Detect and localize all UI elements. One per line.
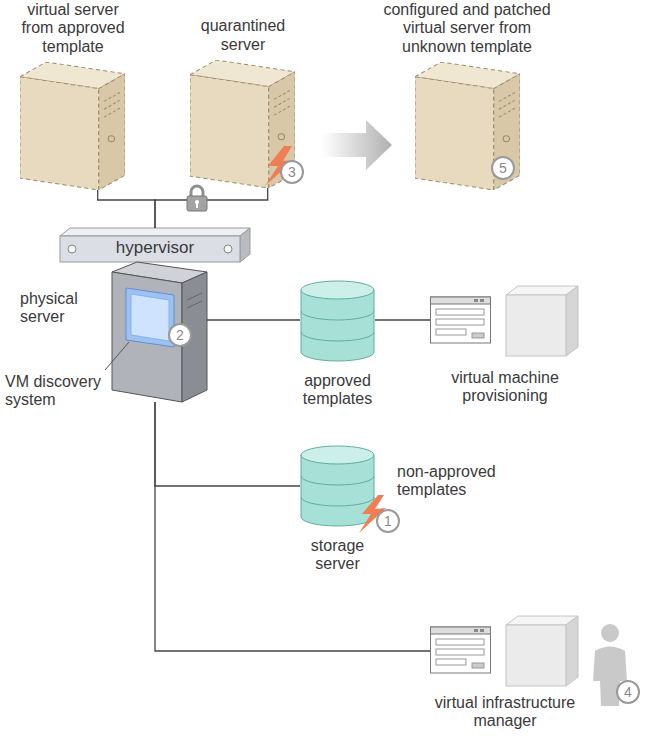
lock-icon <box>187 186 207 211</box>
physical-server-icon <box>112 262 207 402</box>
manager-console: virtual infrastructure manager <box>430 615 580 687</box>
node-label: quarantined server <box>183 17 303 54</box>
virtual-server: virtual server from approved template <box>20 62 125 190</box>
provisioning-console: virtual machine provisioning <box>430 285 580 357</box>
node-label: non-approved templates <box>397 463 517 500</box>
virtual-server-icon <box>415 62 520 190</box>
console-icon <box>431 616 579 686</box>
node-label: VM discovery system <box>5 373 105 410</box>
connector-line <box>375 319 430 320</box>
node-label: hypervisor <box>60 238 250 258</box>
callout-number: 4 <box>616 680 640 704</box>
physical-server: physical serverVM discovery system <box>112 262 207 402</box>
node-label: virtual server from approved template <box>13 1 133 56</box>
node-label: physical server <box>20 290 100 327</box>
virtual-server-icon <box>20 62 125 190</box>
node-label: configured and patched virtual server fr… <box>372 1 562 56</box>
hypervisor-bar: hypervisor <box>60 228 250 262</box>
callout-number: 1 <box>376 509 400 533</box>
connector-line <box>207 319 300 320</box>
connector-line <box>155 402 430 651</box>
hypervisor-bar <box>60 228 250 262</box>
console-icon <box>431 286 579 356</box>
callout-number: 5 <box>491 156 515 180</box>
node-label: virtual infrastructure manager <box>410 694 600 731</box>
block-arrow <box>322 120 392 170</box>
node-label: approved templates <box>270 372 405 409</box>
connector-line <box>155 188 268 228</box>
leader-line <box>105 342 129 370</box>
callout-number: 3 <box>280 160 304 184</box>
storage-database: non-approved templatesstorage server <box>300 445 375 527</box>
template-database: approved templates <box>300 280 375 362</box>
connector-line <box>155 402 300 486</box>
database-icon <box>301 281 374 361</box>
node-label: storage server <box>292 537 383 574</box>
connector-line <box>98 190 155 228</box>
callout-number: 2 <box>168 323 192 347</box>
node-label: virtual machine provisioning <box>420 369 590 406</box>
